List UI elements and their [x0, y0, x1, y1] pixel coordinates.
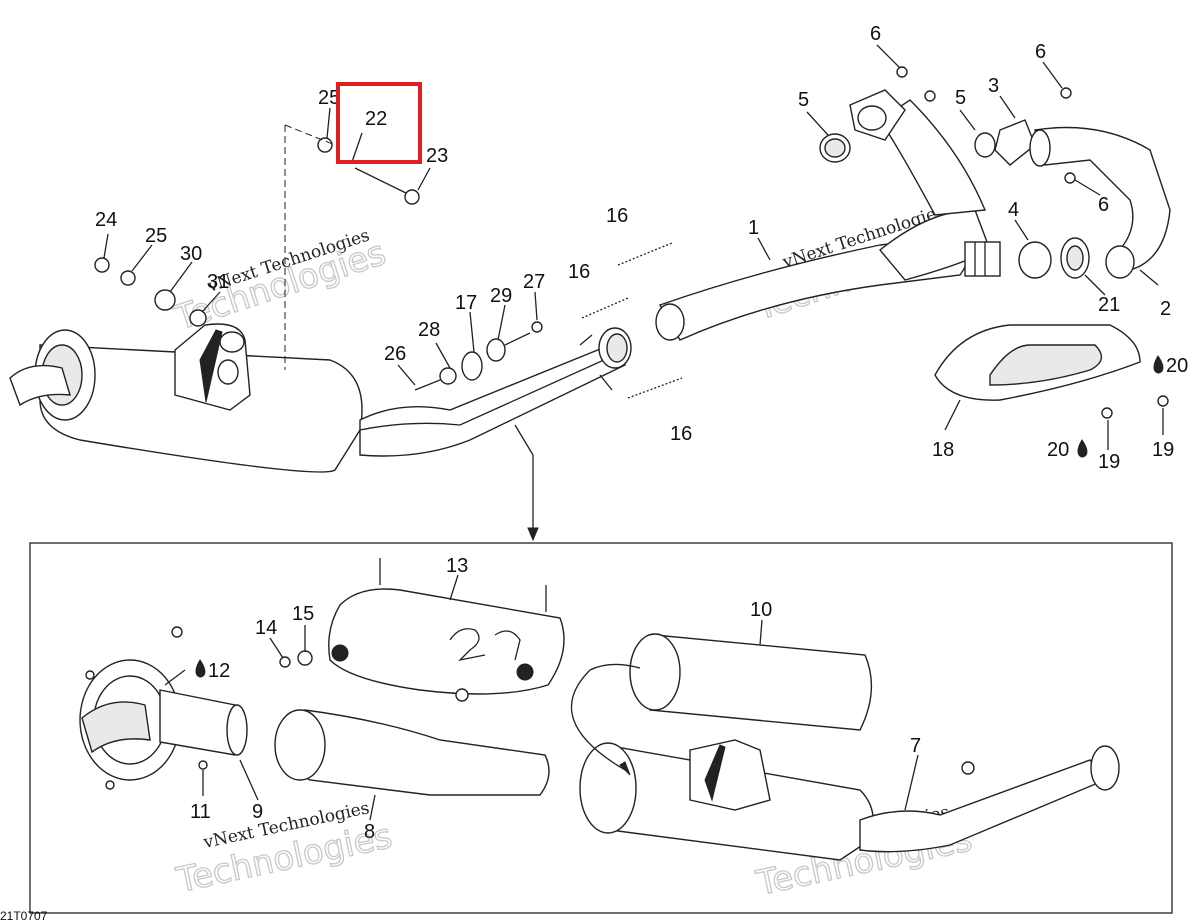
- callout-25: 25: [318, 87, 340, 109]
- callout-13: 13: [446, 555, 468, 577]
- detail-leader-lines: [164, 574, 919, 821]
- callout-22: 22: [365, 108, 387, 130]
- callout-20-with-oil: 20: [1153, 355, 1188, 377]
- callout-20-with-oil: 20: [1047, 439, 1088, 461]
- rear-pipe-top[interactable]: [359, 327, 632, 457]
- callout-27: 27: [523, 271, 545, 293]
- callout-6: 6: [870, 23, 881, 45]
- callout-8: 8: [364, 821, 375, 843]
- springs[interactable]: [581, 242, 683, 399]
- callout-12: 12: [208, 660, 230, 682]
- middle-pipe[interactable]: [655, 99, 1001, 341]
- oil-drop-icon: [195, 659, 206, 678]
- callout-20: 20: [1047, 439, 1069, 461]
- callout-12-with-oil: 12: [195, 659, 230, 682]
- callout-15: 15: [292, 603, 314, 625]
- callout-9: 9: [252, 801, 263, 823]
- hardware-parts[interactable]: [94, 137, 543, 391]
- callout-5: 5: [955, 87, 966, 109]
- callout-16: 16: [670, 423, 692, 445]
- callout-23: 23: [426, 145, 448, 167]
- callout-4: 4: [1008, 199, 1019, 221]
- callout-labels: 6 6 3 5 5 6 4 1 21 2 20 18 20 19 19 16 1…: [95, 23, 1188, 843]
- callout-7: 7: [910, 735, 921, 757]
- callout-25: 25: [145, 225, 167, 247]
- callout-10: 10: [750, 599, 772, 621]
- callout-11: 11: [190, 801, 211, 823]
- callout-1: 1: [748, 217, 759, 239]
- highlight-box-part-22[interactable]: [336, 82, 422, 164]
- callout-24: 24: [95, 209, 117, 231]
- heat-shield-right[interactable]: [934, 324, 1169, 419]
- callout-18: 18: [932, 439, 954, 461]
- muffler-assembly-top[interactable]: [9, 323, 363, 473]
- exhaust-manifold-parts[interactable]: [819, 66, 1171, 279]
- callout-29: 29: [490, 285, 512, 307]
- alignment-dashed-line: [284, 124, 336, 146]
- callout-16: 16: [606, 205, 628, 227]
- callout-19: 19: [1098, 451, 1120, 473]
- callout-5: 5: [798, 89, 809, 111]
- callout-28: 28: [418, 319, 440, 341]
- callout-14: 14: [255, 617, 277, 639]
- callout-17: 17: [455, 292, 477, 314]
- drawing-code: 21T0707: [0, 909, 48, 923]
- callout-26: 26: [384, 343, 406, 365]
- leader-lines: [103, 44, 1164, 542]
- callout-21: 21: [1098, 294, 1120, 316]
- callout-16: 16: [568, 261, 590, 283]
- detail-parts[interactable]: [79, 558, 1120, 861]
- callout-19: 19: [1152, 439, 1174, 461]
- callout-6: 6: [1035, 41, 1046, 63]
- callout-31: 31: [207, 271, 229, 293]
- detail-box: [29, 542, 1173, 914]
- callout-30: 30: [180, 243, 202, 265]
- callout-3: 3: [988, 75, 999, 97]
- callout-20: 20: [1166, 355, 1188, 377]
- oil-drop-icon: [1153, 355, 1164, 374]
- callout-6: 6: [1098, 194, 1109, 216]
- oil-drop-icon: [1077, 439, 1088, 458]
- callout-2: 2: [1160, 298, 1171, 320]
